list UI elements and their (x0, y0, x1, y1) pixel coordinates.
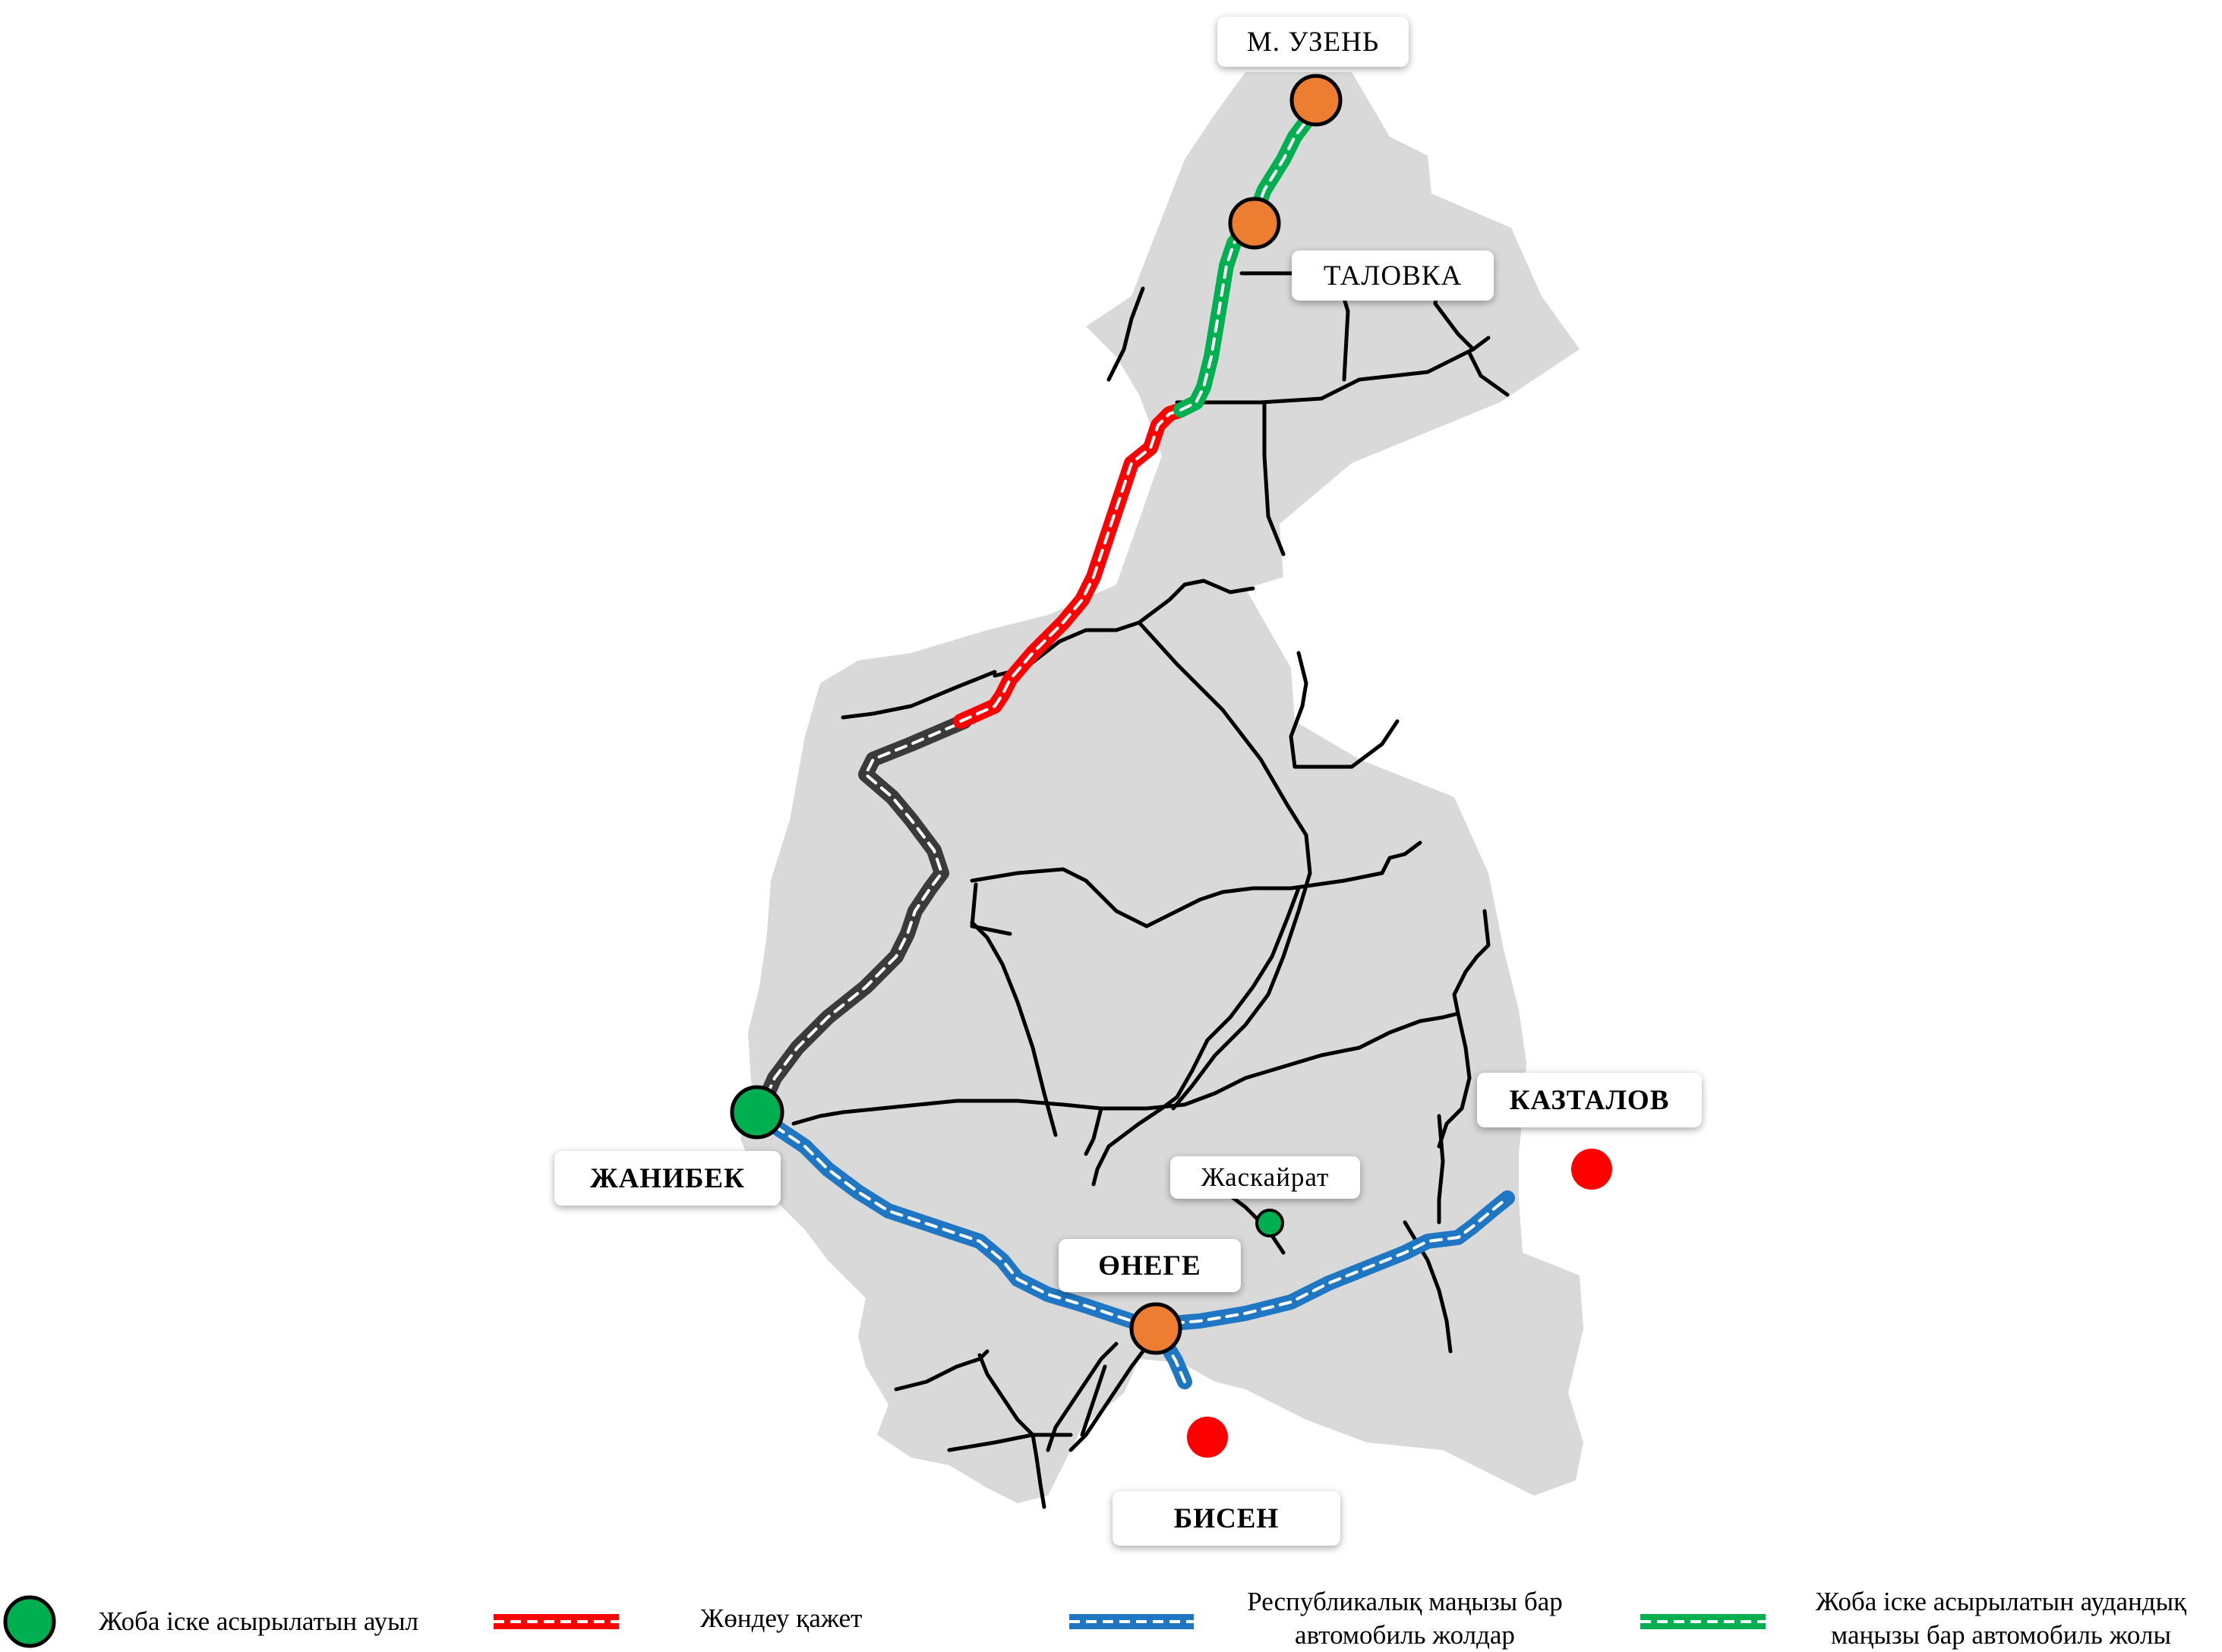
local-road (1437, 1114, 1445, 1225)
local-road (1137, 620, 1312, 1111)
legend-district-text: Жоба іске асырылатын аудандық маңызы бар… (1788, 1585, 2214, 1652)
repair-road (953, 402, 1188, 729)
legend-repair-text: Жөндеу қажет (700, 1603, 863, 1633)
local-road (1046, 1341, 1119, 1452)
label-zhanibek: ЖАНИБЕК (554, 1151, 781, 1206)
local-road (1289, 651, 1400, 769)
local-road (1452, 909, 1491, 1016)
label-kaztalov: КАЗТАЛОВ (1477, 1073, 1702, 1127)
legend-republican-text: Республикалық маңызы бар автомобиль жолд… (1215, 1585, 1595, 1652)
legend-village-icon (3, 1595, 56, 1648)
local-road (970, 882, 1012, 936)
legend-republican-line2: автомобиль жолдар (1295, 1620, 1515, 1650)
local-road (1467, 351, 1510, 397)
label-talovka: ТАЛОВКА (1292, 251, 1494, 301)
settlement-onege-marker (1129, 1302, 1182, 1355)
local-road (1031, 1433, 1046, 1509)
local-road (841, 670, 997, 720)
main-road (752, 714, 972, 1120)
legend-district-line1: Жоба іске асырылатын аудандық (1815, 1587, 2187, 1616)
legend-village-text: Жоба іске асырылатын ауыл (99, 1606, 419, 1636)
local-road (1182, 579, 1255, 594)
local-road (970, 920, 1058, 1137)
neighbor-center-kaztalov-marker (1571, 1149, 1612, 1190)
local-road (1106, 286, 1145, 382)
label-onege: ӨНЕГЕ (1059, 1239, 1241, 1292)
local-road (1080, 1364, 1107, 1437)
district-territory (740, 72, 1583, 1503)
label-m-uzen: М. УЗЕНЬ (1217, 17, 1409, 67)
local-road (1437, 1011, 1472, 1149)
district-road (1173, 114, 1314, 418)
neighbor-center-bisen-marker (1187, 1417, 1228, 1458)
legend-district-line2: маңызы бар автомобиль жолы (1831, 1620, 2171, 1650)
local-road (970, 840, 1422, 928)
label-zhaskairat: Жаскайрат (1170, 1156, 1360, 1199)
local-road (977, 1353, 1035, 1437)
settlement-talovka-marker (1228, 197, 1281, 250)
local-road (1084, 1106, 1103, 1156)
project-village-zhanibek-marker (730, 1085, 784, 1140)
settlement-m-uzen-marker (1289, 74, 1343, 127)
local-road (947, 1433, 1073, 1452)
label-bisen: БИСЕН (1113, 1491, 1340, 1546)
village-zhaskairat-marker (1255, 1209, 1284, 1237)
local-road (1262, 400, 1286, 556)
local-road (1091, 886, 1301, 1187)
legend-republican-line1: Республикалық маңызы бар (1247, 1587, 1563, 1616)
local-road (791, 1011, 1460, 1126)
